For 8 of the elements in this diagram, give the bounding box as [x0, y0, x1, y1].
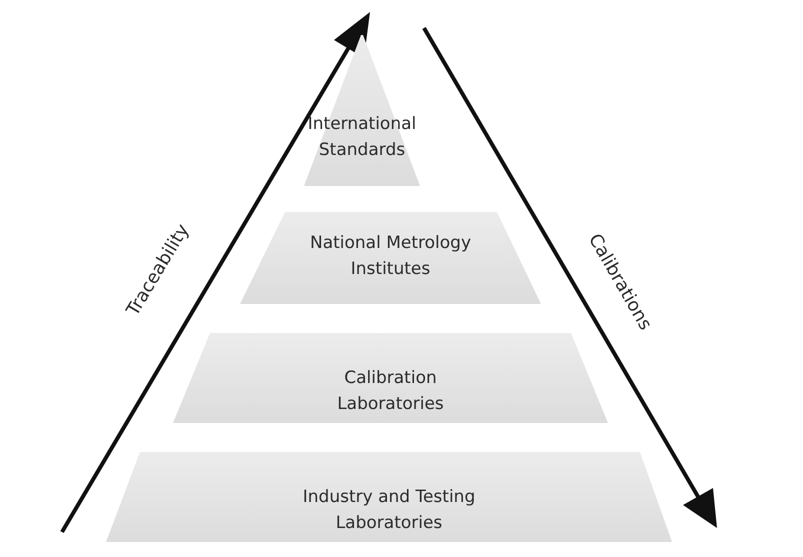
tier-label: Industry and Testing Laboratories: [302, 486, 476, 535]
tier-label: Calibration Laboratories: [336, 367, 445, 416]
pyramid-tier: [304, 35, 420, 186]
pyramid-tier: [106, 452, 672, 542]
pyramid-tier: [240, 212, 541, 304]
pyramid-tier: [173, 333, 608, 423]
tier-label: International Standards: [306, 113, 418, 162]
tier-label: National Metrology Institutes: [308, 232, 472, 281]
